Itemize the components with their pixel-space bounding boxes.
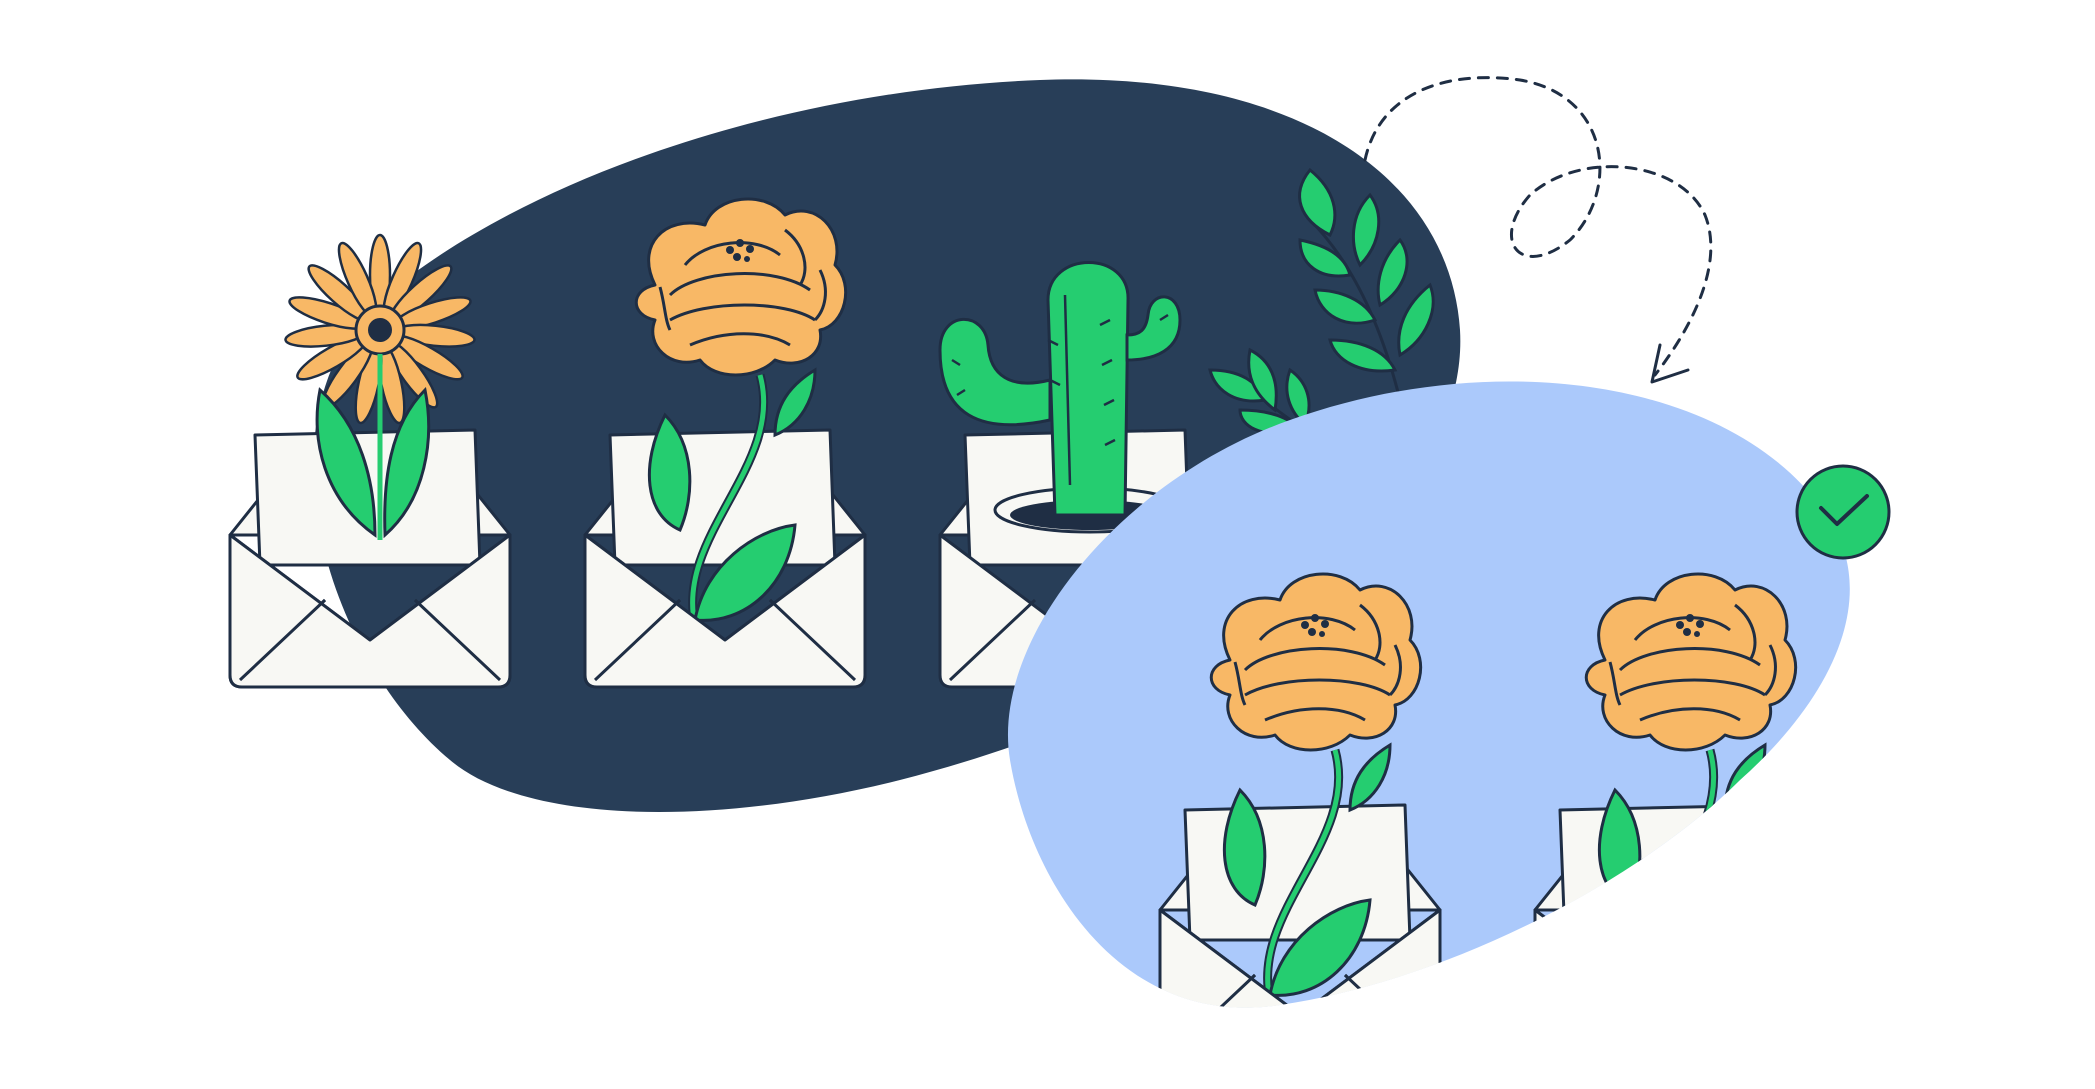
daisy-flower: [284, 233, 476, 425]
dashed-curved-arrow-icon: [1363, 76, 1713, 384]
envelope-daisy: [228, 233, 512, 689]
check-circle-icon: [1795, 464, 1891, 560]
envelope-rose: [583, 197, 867, 689]
envelope-rose-copy-1: [1158, 572, 1442, 1008]
fern-leaves: [1208, 167, 1435, 442]
cactus: [938, 261, 1182, 517]
